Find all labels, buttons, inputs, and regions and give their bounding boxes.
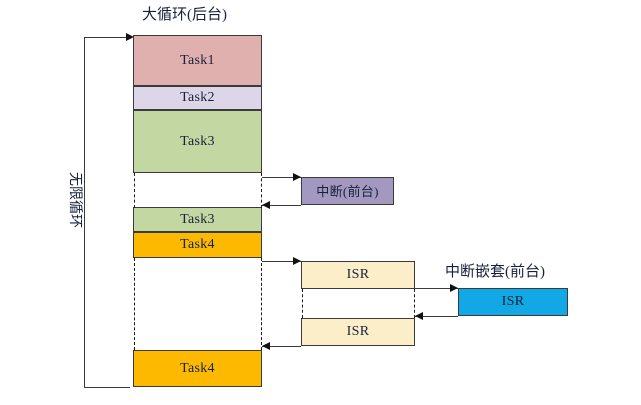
isr-return-arrow-icon <box>262 341 270 350</box>
suspend-dash-left-gap1 <box>134 173 135 208</box>
interrupt-block-foreground: 中断(前台) <box>301 177 394 205</box>
isr-enter-line <box>262 261 301 262</box>
task-block-task4-second: Task4 <box>133 350 262 387</box>
suspend-dash-right-gap2 <box>261 258 262 350</box>
task-block-task1: Task1 <box>133 35 262 86</box>
interrupt1-enter-line <box>262 177 301 178</box>
isr-block-second: ISR <box>301 318 415 346</box>
interrupt1-enter-arrow-icon <box>293 172 301 181</box>
interrupt1-return-arrow-icon <box>262 200 270 209</box>
infinite-loop-label: 无限循环 <box>67 172 82 228</box>
suspend-dash-left-gap2 <box>134 258 135 350</box>
task-block-task2: Task2 <box>133 86 262 110</box>
suspend-dash-right-gap1 <box>261 173 262 208</box>
nested-return-line <box>415 316 458 317</box>
infinite-loop-arrow-icon <box>126 32 134 41</box>
nested-isr-block: ISR <box>458 288 568 316</box>
isr-suspend-dash-left <box>302 289 303 318</box>
infinite-loop-bracket-vertical <box>84 37 85 388</box>
infinite-loop-bracket-top <box>84 37 128 38</box>
infinite-loop-bracket-bottom <box>84 387 130 388</box>
nested-enter-line <box>415 288 458 289</box>
isr-suspend-dash-right <box>414 289 415 318</box>
nested-enter-arrow-icon <box>450 283 458 292</box>
isr-enter-arrow-icon <box>293 256 301 265</box>
task-block-task3-second: Task3 <box>133 207 262 232</box>
task-block-task4-first: Task4 <box>133 232 262 258</box>
isr-return-line <box>262 346 301 347</box>
diagram-title-background-loop: 大循环(后台) <box>142 7 227 23</box>
nested-return-arrow-icon <box>415 311 423 320</box>
task-block-task3-first: Task3 <box>133 110 262 173</box>
isr-block-first: ISR <box>301 261 415 289</box>
interrupt1-return-line <box>262 205 301 206</box>
nested-interrupt-label: 中断嵌套(前台) <box>445 264 545 280</box>
